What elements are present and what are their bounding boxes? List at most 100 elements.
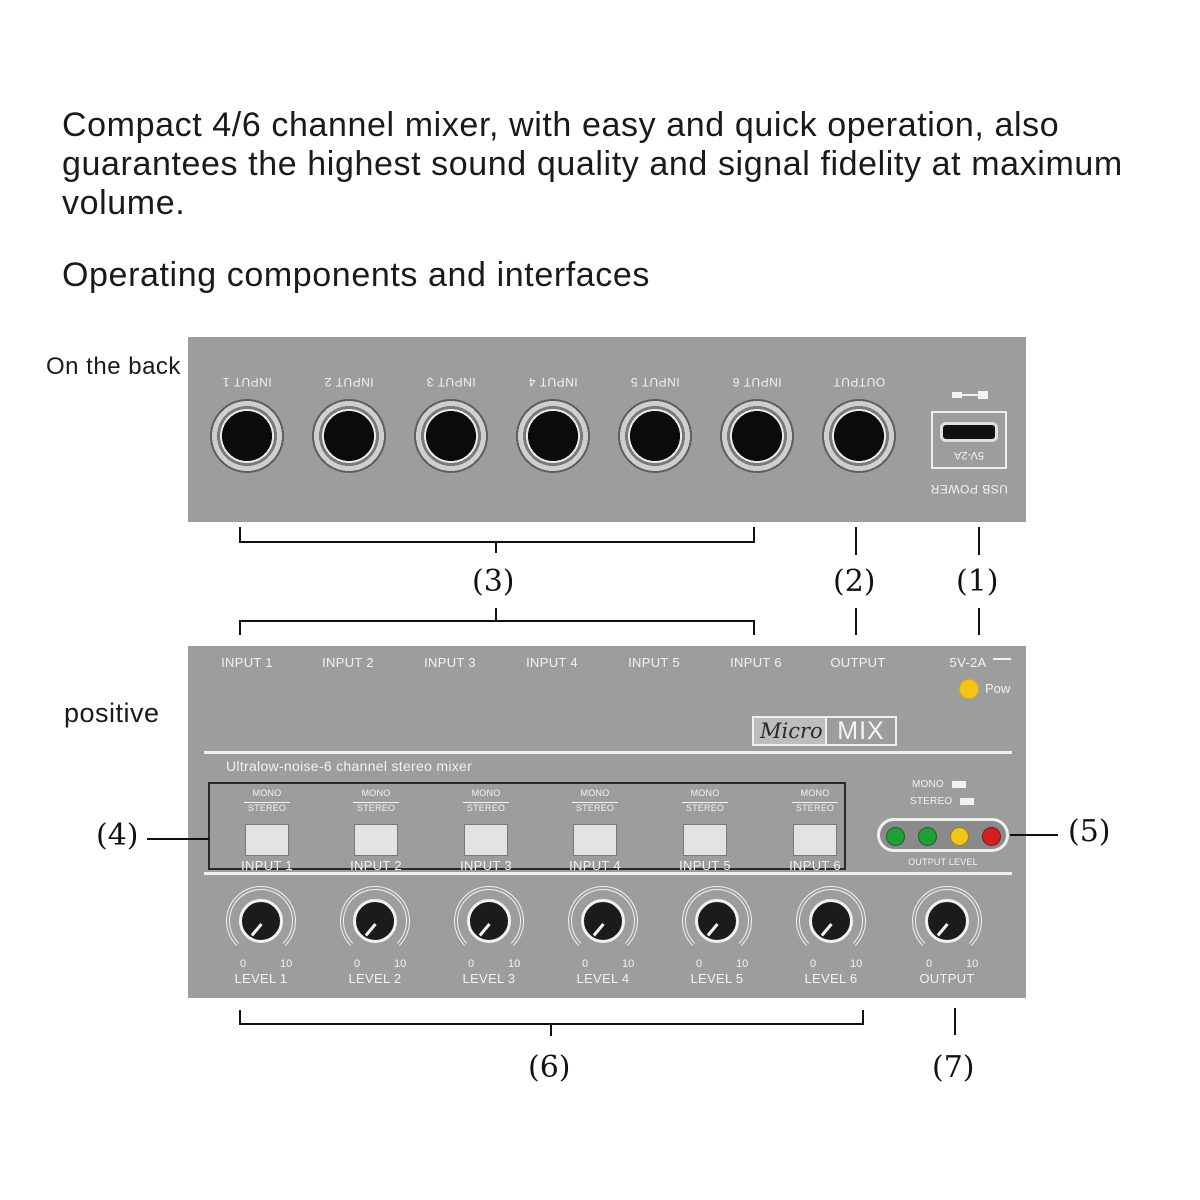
power-rating-label: 5V-2A [949,655,987,670]
output-level-caption: OUTPUT LEVEL [908,857,978,867]
knob-label: LEVEL 1 [234,971,288,986]
channel-switch: MONO STEREO INPUT 6 [780,788,850,873]
stereo-label: STEREO [681,802,729,813]
input-label: INPUT 3 [424,655,476,670]
product-subtitle: Ultralow-noise-6 channel stereo mixer [226,758,473,774]
knob-scale [454,886,524,956]
knob-max-label: 10 [280,958,293,970]
input-label: INPUT 4 [526,655,578,670]
back-panel-label: On the back [46,353,181,380]
callout-line [855,527,857,555]
knob-pointer [936,923,949,937]
knob-label: LEVEL 3 [462,971,516,986]
mono-legend: MONO [912,779,966,790]
input-jack[interactable] [720,399,794,473]
channel-switch: MONO STEREO INPUT 1 [232,788,302,873]
bracket-tick [239,1010,241,1025]
knob-max-label: 10 [394,958,407,970]
stereo-label: STEREO [571,802,619,813]
level-knob[interactable]: 0 10 [454,886,528,970]
mono-label: MONO [471,788,501,798]
callout-6: (6) [528,1050,571,1085]
channel-switch: MONO STEREO INPUT 2 [341,788,411,873]
knob-min-label: 0 [926,958,933,970]
switch-channel-label: INPUT 5 [679,858,731,873]
level-led-green [886,827,905,846]
bracket-stem [495,608,497,622]
knob-cap [925,899,969,943]
knob-pointer [478,923,491,937]
knob-max-label: 10 [736,958,749,970]
input-jack[interactable] [312,399,386,473]
level-knob[interactable]: 0 10 [796,886,870,970]
knob-pointer [592,923,605,937]
callout-line [978,527,980,555]
knob-pointer [706,923,719,937]
knob-label: LEVEL 2 [348,971,402,986]
mono-stereo-button[interactable] [354,824,398,856]
knob-scale [340,886,410,956]
mono-label: MONO [800,788,830,798]
power-led-label: Pow [985,681,1011,696]
bracket-tick [862,1010,864,1025]
level-knob[interactable]: 0 10 [340,886,414,970]
panel-divider [204,872,1012,875]
stereo-legend: STEREO [910,796,975,807]
mono-label: MONO [690,788,720,798]
input-jack[interactable] [516,399,590,473]
level-knob[interactable]: 0 10 [226,886,300,970]
jack-label: OUTPUT [832,375,886,389]
knob-min-label: 0 [696,958,703,970]
knob-label: OUTPUT [919,971,975,986]
callout-line [978,608,980,635]
switch-channel-label: INPUT 3 [460,858,512,873]
callout-1: (1) [956,564,999,599]
mono-label: MONO [580,788,610,798]
knob-cap [467,899,511,943]
callout-line [954,1008,956,1035]
mono-label: MONO [361,788,391,798]
mono-stereo-button[interactable] [245,824,289,856]
callout-7: (7) [932,1050,975,1085]
mono-swatch [951,780,966,788]
input-label: INPUT 5 [628,655,680,670]
back-panel: INPUT 1 INPUT 2 INPUT 3 INPUT 4 INPUT 5 … [188,337,1026,522]
bracket-stem [495,541,497,553]
channel-switch: MONO STEREO INPUT 3 [451,788,521,873]
input-jack[interactable] [210,399,284,473]
knob-pointer [250,923,263,937]
output-knob[interactable]: 0 10 [912,886,986,970]
knob-cap [809,899,853,943]
jack-label: INPUT 2 [324,375,374,389]
level-knob[interactable]: 0 10 [568,886,642,970]
mono-stereo-button[interactable] [464,824,508,856]
callout-line [1010,834,1058,836]
output-jack[interactable] [822,399,896,473]
usb-power-port[interactable]: 5V-2A [931,411,1007,469]
mono-stereo-button[interactable] [793,824,837,856]
jack-label: INPUT 4 [528,375,578,389]
knob-max-label: 10 [622,958,635,970]
knob-min-label: 0 [240,958,247,970]
logo-mix: MIX [825,716,897,746]
level-knob[interactable]: 0 10 [682,886,756,970]
mono-label: MONO [252,788,282,798]
section-heading: Operating components and interfaces [62,256,651,294]
stereo-label: STEREO [352,802,400,813]
mono-stereo-button[interactable] [683,824,727,856]
knob-pointer [820,923,833,937]
channel-switch: MONO STEREO INPUT 4 [560,788,630,873]
callout-4: (4) [96,818,139,853]
callout-line [855,608,857,635]
callout-5: (5) [1068,814,1111,849]
stereo-swatch [960,797,975,805]
knob-label: LEVEL 4 [576,971,630,986]
input-jack[interactable] [414,399,488,473]
knob-min-label: 0 [582,958,589,970]
usb-power-label: USB POWER [930,482,1008,496]
callout-3: (3) [472,564,515,599]
callout-line [147,838,209,840]
mono-stereo-button[interactable] [573,824,617,856]
bracket-tick [753,620,755,635]
input-jack[interactable] [618,399,692,473]
